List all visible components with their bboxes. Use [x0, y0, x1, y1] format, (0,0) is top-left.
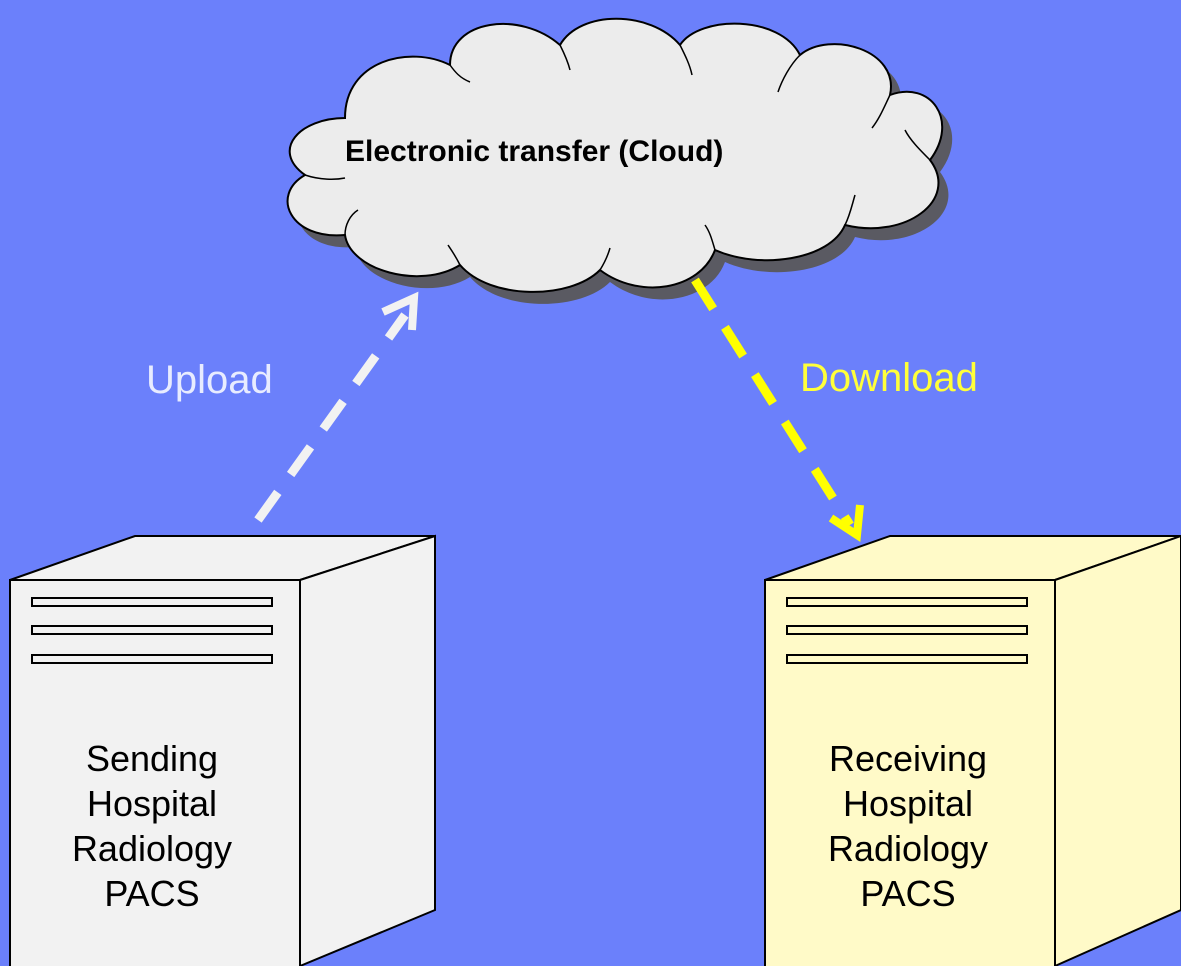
sending-server-slot	[31, 654, 273, 664]
receiving-server-line: PACS	[860, 873, 956, 914]
receiving-server-slot	[786, 625, 1028, 635]
receiving-server-line: Receiving	[828, 738, 988, 779]
receiving-server-slot	[786, 654, 1028, 664]
receiving-server-side	[1054, 534, 1181, 966]
sending-server-slot	[31, 625, 273, 635]
receiving-server-line: Hospital	[842, 783, 974, 824]
receiving-server-front	[764, 579, 1056, 966]
cloud-label: Electronic transfer (Cloud)	[345, 135, 724, 168]
receiving-server-line: Radiology	[827, 828, 989, 869]
sending-server-label: Sending Hospital Radiology PACS	[57, 736, 247, 916]
receiving-server	[764, 534, 1181, 966]
sending-server-line: Sending	[85, 738, 219, 779]
upload-label: Upload	[146, 358, 273, 402]
cloud-inner-arcs	[304, 44, 931, 271]
receiving-server-label: Receiving Hospital Radiology PACS	[813, 736, 1003, 916]
sending-server	[9, 534, 436, 966]
sending-server-slot	[31, 597, 273, 607]
sending-server-line: Radiology	[71, 828, 233, 869]
receiving-server-slot	[786, 597, 1028, 607]
sending-server-side	[299, 534, 436, 966]
sending-server-line: Hospital	[86, 783, 218, 824]
upload-arrow	[254, 291, 419, 523]
sending-server-front	[9, 579, 301, 966]
download-label: Download	[800, 356, 978, 400]
cloud-shape	[286, 17, 944, 293]
sending-server-line: PACS	[104, 873, 200, 914]
download-arrow	[691, 277, 864, 542]
